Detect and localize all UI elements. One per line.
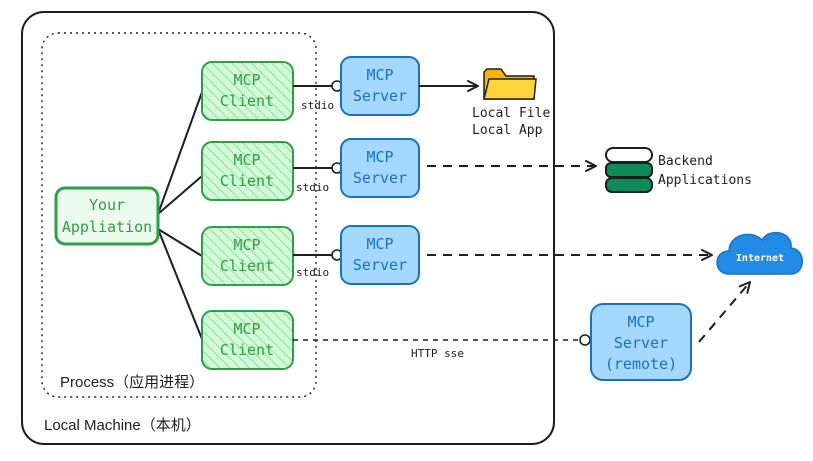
applications-label: Applications bbox=[658, 173, 752, 188]
client-3-line1: MCP bbox=[233, 236, 260, 254]
stdio-label-2: stdio bbox=[296, 181, 329, 194]
http-sse-port bbox=[579, 334, 591, 346]
remote-server-line2: Server bbox=[614, 334, 668, 352]
app-label-line1: Your bbox=[89, 196, 125, 214]
internet-label: Internet bbox=[736, 253, 784, 264]
folder-icon bbox=[483, 68, 537, 100]
local-file-label: Local File bbox=[472, 106, 550, 121]
server-1-line2: Server bbox=[353, 87, 407, 105]
mcp-client-4[interactable]: MCP Client bbox=[201, 310, 294, 370]
mcp-server-2[interactable]: MCP Server bbox=[340, 138, 420, 198]
local-app-label: Local App bbox=[472, 123, 543, 138]
stdio-label-3: stdio bbox=[296, 266, 329, 279]
cloud-icon: Internet bbox=[716, 231, 803, 275]
mcp-server-remote[interactable]: MCP Server (remote) bbox=[590, 303, 692, 381]
database-icon bbox=[605, 147, 653, 193]
backend-label: Backend bbox=[658, 154, 713, 169]
app-client-connector-1 bbox=[157, 91, 203, 215]
server-3-line2: Server bbox=[353, 256, 407, 274]
mcp-server-1[interactable]: MCP Server bbox=[340, 56, 420, 116]
app-client-connector-2 bbox=[157, 175, 203, 215]
mcp-server-3[interactable]: MCP Server bbox=[340, 225, 420, 285]
app-label-line2: Appliation bbox=[62, 218, 152, 236]
client-4-line2: Client bbox=[220, 341, 274, 359]
server-3-line1: MCP bbox=[366, 235, 393, 253]
app-client-connector-4 bbox=[157, 228, 203, 340]
client-2-line2: Client bbox=[220, 172, 274, 190]
remote-server-line1: MCP bbox=[627, 313, 654, 331]
client-1-line2: Client bbox=[220, 92, 274, 110]
process-label: Process（应用进程） bbox=[60, 373, 204, 391]
arrow-remote-to-internet bbox=[698, 281, 751, 343]
client-3-line2: Client bbox=[220, 257, 274, 275]
your-application-node[interactable]: Your Appliation bbox=[54, 186, 160, 246]
mcp-client-3[interactable]: MCP Client bbox=[201, 226, 294, 286]
client-2-line1: MCP bbox=[233, 151, 260, 169]
stdio-label-1: stdio bbox=[301, 99, 334, 112]
local-machine-label: Local Machine（本机） bbox=[44, 417, 201, 434]
http-sse-label: HTTP sse bbox=[411, 347, 464, 360]
local-machine-container bbox=[21, 11, 555, 445]
server-2-line2: Server bbox=[353, 169, 407, 187]
client-4-line1: MCP bbox=[233, 320, 260, 338]
mcp-client-2[interactable]: MCP Client bbox=[201, 141, 294, 201]
client-1-line1: MCP bbox=[233, 71, 260, 89]
app-client-connector-3 bbox=[157, 228, 203, 257]
mcp-client-1[interactable]: MCP Client bbox=[201, 61, 294, 121]
process-container bbox=[41, 32, 317, 398]
server-2-line1: MCP bbox=[366, 148, 393, 166]
server-1-line1: MCP bbox=[366, 66, 393, 84]
remote-server-line3: (remote) bbox=[605, 355, 677, 373]
